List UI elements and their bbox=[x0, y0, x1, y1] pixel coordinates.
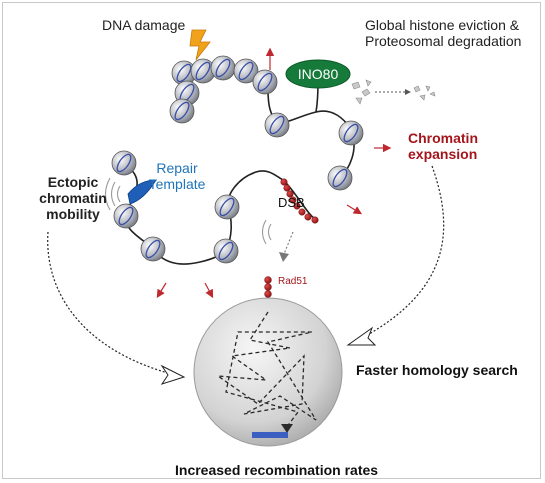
nucleosome-icon bbox=[111, 55, 364, 264]
increased-recombination-label: Increased recombination rates bbox=[175, 462, 379, 478]
repair-line1: Repair bbox=[156, 160, 198, 176]
expansion-arrow bbox=[361, 165, 445, 339]
ectopic-line3: mobility bbox=[46, 206, 100, 223]
nucleus bbox=[193, 297, 343, 447]
dsb-label: DSB bbox=[278, 195, 305, 210]
rad51-label: Rad51 bbox=[278, 276, 308, 287]
histone-fragment-icon bbox=[351, 79, 436, 105]
histone-eviction-line1: Global histone eviction & bbox=[365, 17, 520, 33]
chromatin-expansion-line1: Chromatin bbox=[408, 130, 478, 146]
histone-eviction-label: Global histone eviction & Proteosomal de… bbox=[365, 17, 521, 49]
ectopic-line2: chromatin bbox=[39, 190, 107, 207]
ectopic-line1: Ectopic bbox=[47, 174, 99, 190]
motion-arcs bbox=[104, 177, 272, 245]
repair-template-label: Repair Template bbox=[132, 160, 222, 192]
chromatin-expansion-label: Chromatin expansion bbox=[408, 130, 478, 162]
figure-frame bbox=[2, 2, 541, 479]
chromatin-expansion-line2: expansion bbox=[408, 146, 478, 163]
dsb-rad51-beads bbox=[280, 178, 319, 224]
lightning-icon bbox=[189, 29, 211, 61]
ectopic-mobility-label: Ectopic chromatin mobility bbox=[14, 174, 132, 222]
homology-search-path bbox=[215, 311, 317, 429]
dna-damage-label: DNA damage bbox=[102, 17, 186, 33]
expansion-arrows bbox=[156, 47, 392, 299]
homology-target bbox=[252, 432, 288, 438]
ino80-label: INO80 bbox=[297, 66, 339, 82]
faster-homology-label: Faster homology search bbox=[356, 362, 518, 378]
mobility-arrow bbox=[47, 231, 176, 376]
repair-line2: Template bbox=[148, 176, 206, 193]
ino80-complex-icon bbox=[285, 59, 351, 89]
repair-template bbox=[127, 179, 157, 205]
histone-eviction-line2: Proteosomal degradation bbox=[365, 33, 522, 50]
